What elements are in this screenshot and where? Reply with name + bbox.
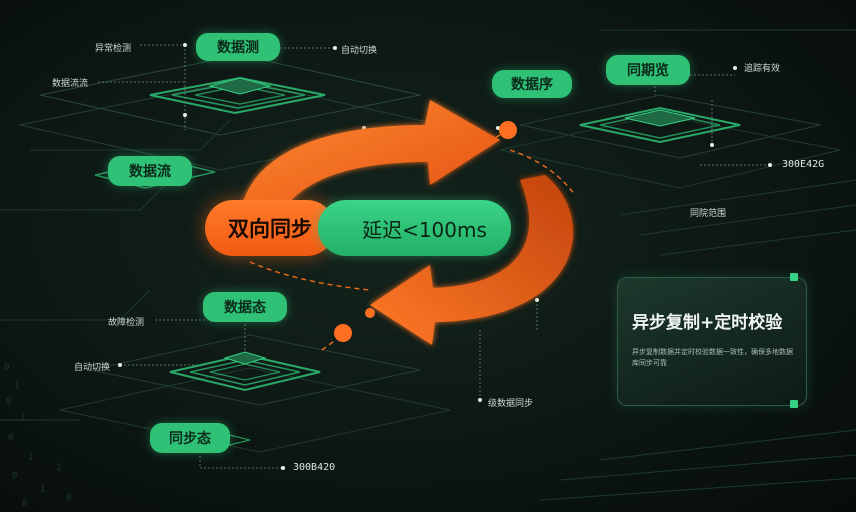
platform-top-right <box>499 94 841 189</box>
code-bottom: 300B420 <box>293 462 336 473</box>
label-track-valid: 追踪有效 <box>744 64 781 74</box>
latency-badge: 延迟<100ms <box>318 200 511 256</box>
node-left-mid: 数据流 <box>108 156 192 186</box>
bidirectional-sync-badge: 双向同步 <box>205 200 335 256</box>
svg-text:1: 1 <box>14 381 19 391</box>
sync-trails <box>249 131 576 351</box>
code-right: 300E42G <box>782 159 825 170</box>
svg-text:0: 0 <box>22 499 27 509</box>
label-anomaly-detect: 异常检测 <box>95 44 132 54</box>
label-auto-switch-top: 自动切换 <box>341 46 378 56</box>
circuit-background <box>0 29 856 501</box>
label-fault-detect: 故障检测 <box>108 318 145 328</box>
panel-corner-top <box>790 273 798 281</box>
connector-dots <box>118 43 772 470</box>
label-range: 同院范围 <box>690 209 727 219</box>
svg-text:0: 0 <box>66 493 71 503</box>
label-data-sync: 级数据同步 <box>488 399 534 409</box>
svg-text:1: 1 <box>56 463 61 473</box>
connector-lines <box>98 44 770 469</box>
label-auto-switch-bottom: 自动切换 <box>74 363 111 373</box>
node-top-left: 数据测 <box>196 33 280 61</box>
info-panel: 异步复制+定时校验 异步复制数据并定时校验数据一致性，确保多地数据库同步可靠 <box>617 277 807 406</box>
svg-text:0: 0 <box>6 397 11 407</box>
node-bottom-mid: 数据态 <box>203 292 287 322</box>
sync-cycle <box>240 100 574 345</box>
binary-stream: 010 101 010 10 <box>4 363 71 509</box>
top-arc-arrow <box>240 100 500 215</box>
node-bottom-left: 同步态 <box>150 423 230 453</box>
svg-text:0: 0 <box>4 363 9 373</box>
bottom-arc-arrow <box>370 175 574 345</box>
platform-bottom-left <box>59 334 451 453</box>
panel-description: 异步复制数据并定时校验数据一致性，确保多地数据库同步可靠 <box>632 348 793 367</box>
svg-text:0: 0 <box>12 471 17 481</box>
panel-title: 异步复制+定时校验 <box>632 313 783 333</box>
svg-text:1: 1 <box>28 453 33 463</box>
node-top-right: 同期览 <box>606 55 690 85</box>
platform-top-left <box>19 54 441 189</box>
node-top-center: 数据序 <box>492 70 572 98</box>
panel-corner-bottom <box>790 400 798 408</box>
label-data-flow: 数据流流 <box>52 79 89 89</box>
svg-text:0: 0 <box>8 433 13 443</box>
svg-text:1: 1 <box>40 485 45 495</box>
svg-text:1: 1 <box>20 413 25 423</box>
